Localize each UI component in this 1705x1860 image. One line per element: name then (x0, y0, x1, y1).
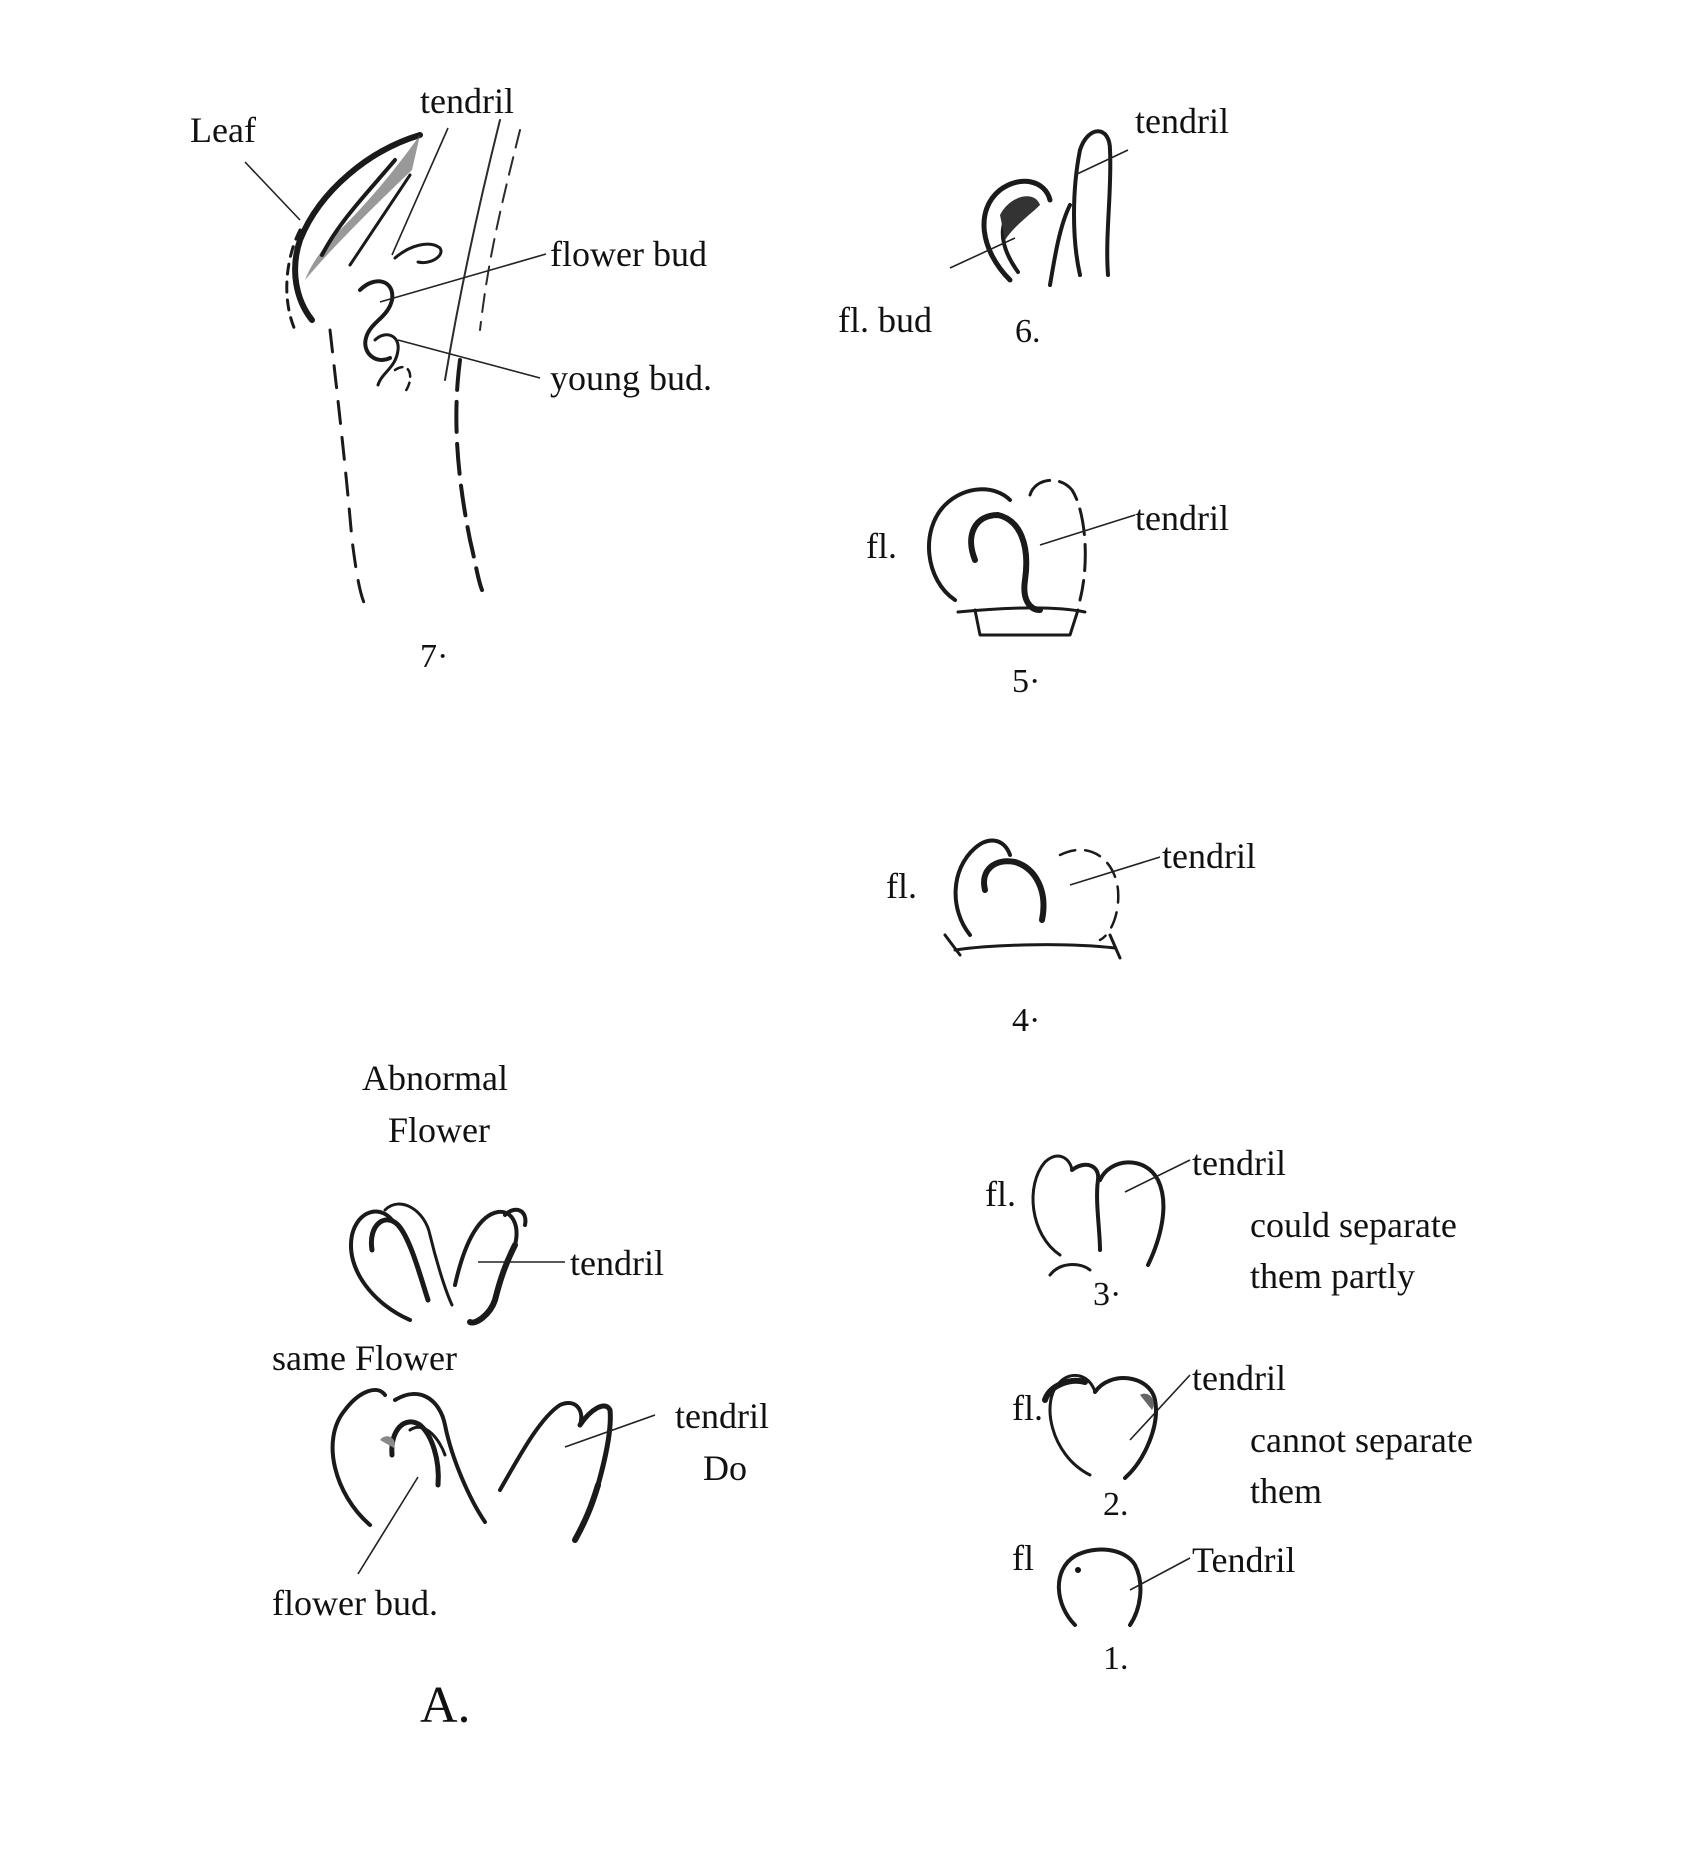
fig3-note-line2: them partly (1250, 1256, 1415, 1296)
fig5-tendril-label: tendril (1135, 498, 1229, 538)
fig7-tendril-label: tendril (420, 81, 514, 121)
abnormal-title-line2: Flower (388, 1110, 490, 1150)
same-flower-sketch (330, 1388, 656, 1575)
fig2-note-line2: them (1250, 1471, 1322, 1511)
plate-label: A. (420, 1677, 471, 1734)
fig3-fl-label: fl. (985, 1174, 1016, 1214)
abnormal-title-line1: Abnormal (362, 1058, 508, 1098)
figure-1-sketch (1056, 1547, 1191, 1627)
fig4-fl-label: fl. (886, 866, 917, 906)
fig7-number: 7· (420, 638, 449, 675)
abnormal-flower-bud-label: flower bud. (272, 1583, 438, 1623)
same-flower-label: same Flower (272, 1338, 457, 1378)
fig1-fl-label: fl (1012, 1538, 1034, 1578)
figure-5-sketch (927, 479, 1136, 637)
fig1-tendril-label: Tendril (1192, 1540, 1296, 1580)
fig7-flower-bud-label: flower bud (550, 234, 707, 274)
ditto-label: Do (703, 1448, 747, 1488)
figure-4-sketch (943, 838, 1161, 960)
fig2-fl-label: fl. (1012, 1388, 1043, 1428)
figure-2-sketch (1042, 1373, 1191, 1480)
fig5-number: 5· (1012, 663, 1041, 700)
fig7-leaf-label: Leaf (190, 110, 256, 150)
fig6-tendril-label: tendril (1135, 101, 1229, 141)
figure-6-sketch (949, 129, 1129, 287)
fig3-note-line1: could separate (1250, 1205, 1457, 1245)
fig2-tendril-label: tendril (1192, 1358, 1286, 1398)
fig2-note-line1: cannot separate (1250, 1420, 1473, 1460)
fig4-tendril-label: tendril (1162, 836, 1256, 876)
figure-7-sketch (244, 119, 547, 612)
fig6-number: 6. (1015, 313, 1041, 350)
fig5-fl-label: fl. (866, 526, 897, 566)
fig3-number: 3· (1093, 1276, 1122, 1313)
fig4-number: 4· (1012, 1002, 1041, 1039)
fig3-tendril-label: tendril (1192, 1143, 1286, 1183)
fig6-fl-bud-label: fl. bud (838, 300, 932, 340)
abnormal-tendril-upper-label: tendril (570, 1243, 664, 1283)
abnormal-flower-sketch (348, 1202, 565, 1326)
fig2-number: 2. (1103, 1486, 1129, 1523)
abnormal-tendril-lower-label: tendril (675, 1396, 769, 1436)
figure-3-sketch (1031, 1154, 1191, 1277)
fig7-young-bud-label: young bud. (550, 358, 712, 398)
fig1-number: 1. (1103, 1640, 1129, 1677)
